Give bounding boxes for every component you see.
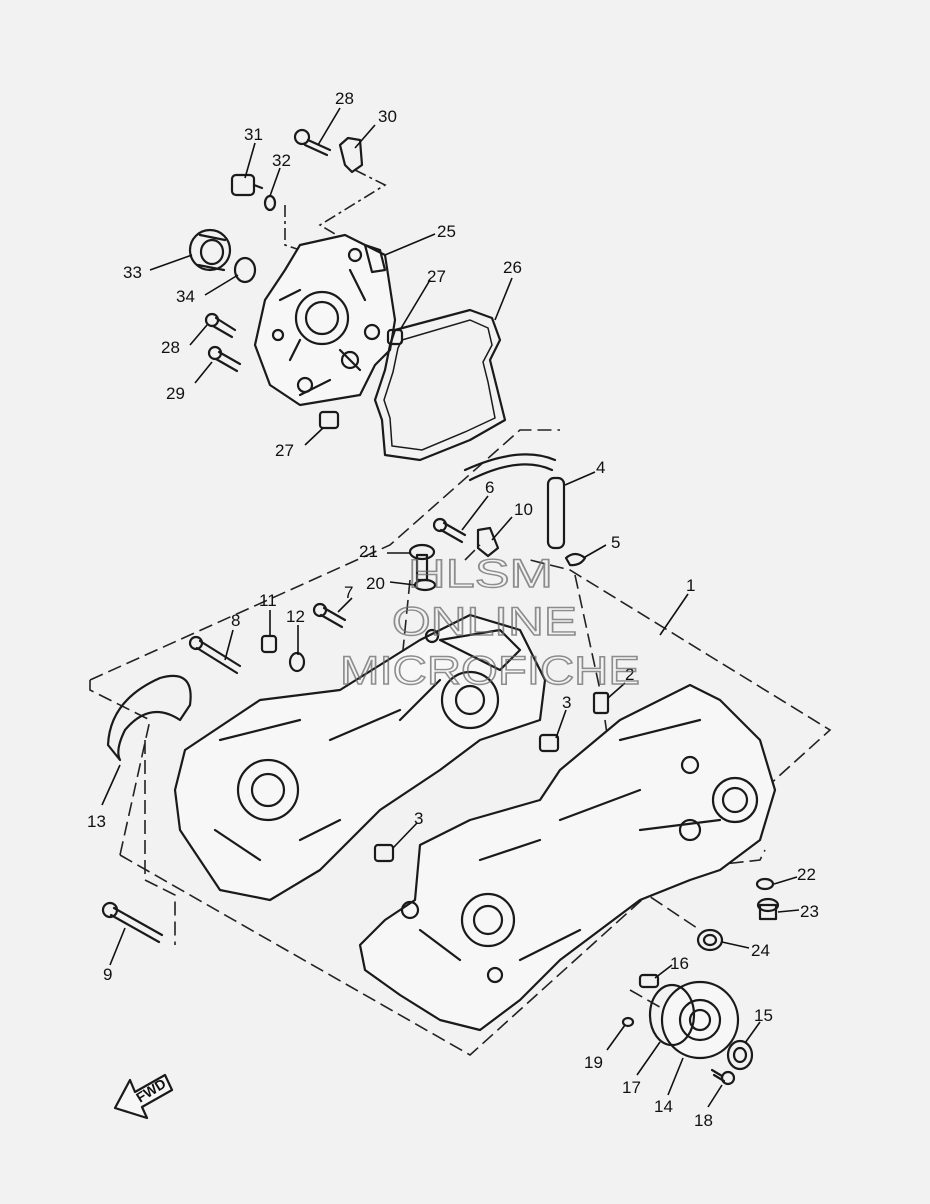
- crankcase-right-half-1: [358, 683, 777, 1032]
- callout-23: 23: [800, 902, 819, 921]
- callout-32: 32: [272, 151, 291, 170]
- callout-15: 15: [754, 1006, 773, 1025]
- hose-clip-5: [564, 552, 587, 567]
- bolt-9: [101, 901, 164, 944]
- callout-24: 24: [751, 941, 770, 960]
- callout-28b: 28: [161, 338, 180, 357]
- callout-1: 1: [686, 576, 695, 595]
- watermark-line1: HLSM: [408, 552, 553, 596]
- oil-seal-15: [726, 1039, 754, 1071]
- watermark-line3: MICROFICHE: [340, 649, 640, 693]
- drain-plug-23: [756, 897, 780, 921]
- callout-labels: 28 30 31 32 25 33 26 27 34 28 29 27 4 6 …: [87, 89, 819, 1130]
- hose-4: [463, 453, 566, 550]
- clamp-30: [338, 136, 364, 174]
- callout-3a: 3: [562, 693, 571, 712]
- callout-22: 22: [797, 865, 816, 884]
- callout-30: 30: [378, 107, 397, 126]
- plug-31: [230, 173, 264, 197]
- callout-31: 31: [244, 125, 263, 144]
- callout-2: 2: [625, 665, 634, 684]
- screw-18: [710, 1068, 736, 1086]
- callout-27a: 27: [427, 267, 446, 286]
- callout-4: 4: [596, 458, 605, 477]
- watermark: HLSM ONLINE MICROFICHE: [339, 551, 640, 693]
- callout-34: 34: [176, 287, 195, 306]
- callout-25: 25: [437, 222, 456, 241]
- callout-28a: 28: [335, 89, 354, 108]
- oring-17: [648, 983, 696, 1047]
- callout-29: 29: [166, 384, 185, 403]
- callout-17: 17: [622, 1078, 641, 1097]
- bolt-28-left: [204, 312, 237, 339]
- callout-14: 14: [654, 1097, 673, 1116]
- callout-3b: 3: [414, 809, 423, 828]
- bolt-7: [312, 602, 347, 629]
- fitting-2: [592, 691, 610, 715]
- dowel-pin-27-bottom: [318, 410, 340, 430]
- callout-16: 16: [670, 954, 689, 973]
- crankcase-left-half: [173, 613, 547, 902]
- callout-13: 13: [87, 812, 106, 831]
- callout-12: 12: [286, 607, 305, 626]
- callout-19: 19: [584, 1053, 603, 1072]
- callout-6: 6: [485, 478, 494, 497]
- callout-9: 9: [103, 965, 112, 984]
- dowel-3-upper: [538, 733, 560, 753]
- oring-32: [263, 194, 277, 212]
- oring-34: [233, 256, 257, 284]
- dowel-16: [638, 973, 660, 989]
- washer-12: [288, 651, 306, 673]
- callout-26: 26: [503, 258, 522, 277]
- callout-20: 20: [366, 574, 385, 593]
- dowel-pin-27-top: [386, 328, 404, 346]
- oil-seal-33: [188, 228, 232, 272]
- dowel-3-lower: [373, 843, 395, 863]
- callout-27b: 27: [275, 441, 294, 460]
- callout-8: 8: [231, 611, 240, 630]
- bolt-29: [207, 345, 242, 373]
- callout-33: 33: [123, 263, 142, 282]
- washer-22: [755, 877, 775, 891]
- callout-21: 21: [359, 542, 378, 561]
- gasket-26: [373, 308, 507, 462]
- leader-lines: [101, 107, 800, 1108]
- cover-14: [660, 980, 740, 1060]
- clamp-10: [476, 526, 500, 558]
- crankcase-cover-25: [253, 233, 397, 407]
- oil-seal-24: [696, 928, 724, 952]
- collar-11: [260, 634, 278, 654]
- plate-13: [106, 674, 192, 762]
- bolt-8: [188, 635, 242, 675]
- bolt-28-top: [293, 128, 332, 157]
- watermark-line2: ONLINE: [392, 600, 577, 644]
- callout-7: 7: [344, 583, 353, 602]
- bolt-6: [432, 517, 467, 544]
- forward-direction-arrow: FWD: [113, 1073, 174, 1120]
- pin-19: [621, 1016, 635, 1028]
- callout-5: 5: [611, 533, 620, 552]
- callout-10: 10: [514, 500, 533, 519]
- callout-11: 11: [259, 591, 277, 610]
- callout-18: 18: [694, 1111, 713, 1130]
